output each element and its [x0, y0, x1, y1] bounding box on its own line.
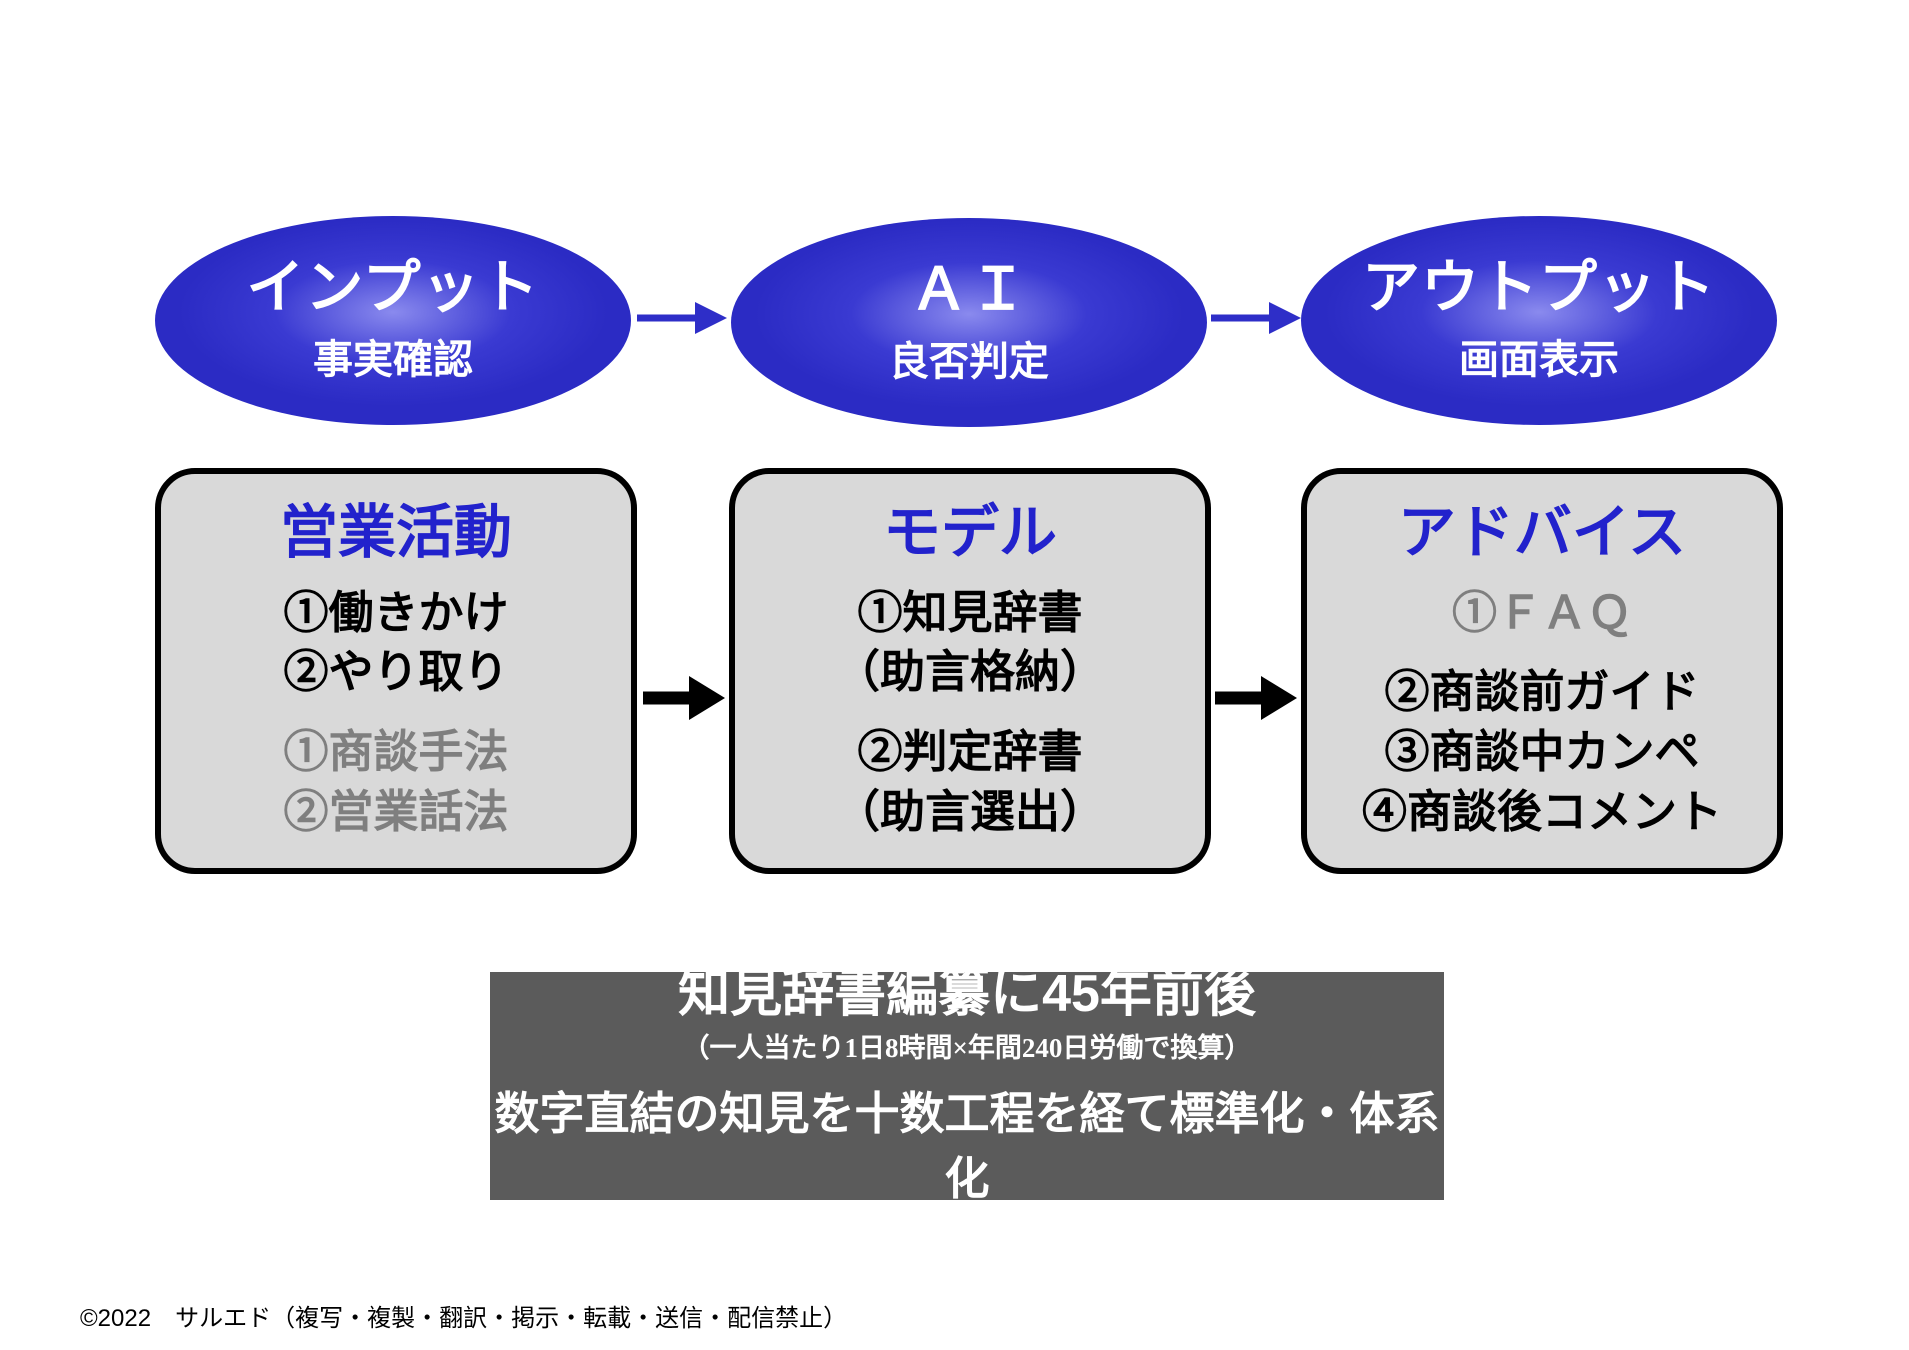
banner-description: 数字直結の知見を十数工程を経て標準化・体系化 [494, 1089, 1440, 1205]
ellipse-input-title: インプット [246, 255, 540, 321]
box-model-items: ①知見辞書 （助言格納） ②判定辞書 （助言選出） [835, 584, 1105, 843]
summary-banner: 知見辞書編纂に45年前後 （一人当たり1日8時間×年間240日労働で換算） 数字… [490, 965, 1444, 1204]
list-item: ②判定辞書 [857, 727, 1083, 778]
list-item: （助言格納） [834, 647, 1105, 698]
box-advice-title: アドバイス [1397, 500, 1687, 565]
ellipse-ai-subtitle: 良否判定 [889, 339, 1049, 384]
list-item: ③商談中カンペ [1384, 727, 1700, 778]
list-item: ①商談手法 [283, 727, 509, 778]
list-item: ①知見辞書 [857, 587, 1083, 638]
ellipse-output-subtitle: 画面表示 [1459, 337, 1619, 382]
box-model-title: モデル [882, 500, 1057, 565]
arrow-right-icon [1215, 676, 1297, 720]
list-item: ①ＦＡＱ [1451, 587, 1632, 638]
list-item: ①働きかけ [283, 587, 509, 638]
box-advice-items: ①ＦＡＱ ②商談前ガイド ③商談中カンペ ④商談後コメント [1362, 584, 1722, 843]
list-item: ②商談前ガイド [1384, 667, 1700, 718]
box-sales-activity-title: 営業活動 [279, 500, 512, 565]
banner-headline: 知見辞書編纂に45年前後 [678, 964, 1256, 1023]
box-model: モデル ①知見辞書 （助言格納） ②判定辞書 （助言選出） [729, 468, 1211, 874]
list-item: ②営業話法 [283, 787, 509, 838]
arrow-right-icon [643, 676, 725, 720]
list-item: ②やり取り [283, 647, 509, 698]
arrow-right-icon [1211, 302, 1301, 334]
ellipse-output-title: アウトプット [1361, 255, 1716, 321]
box-sales-activity: 営業活動 ①働きかけ ②やり取り ①商談手法 ②営業話法 [155, 468, 637, 874]
ellipse-ai: ＡＩ 良否判定 [731, 218, 1207, 427]
box-advice: アドバイス ①ＦＡＱ ②商談前ガイド ③商談中カンペ ④商談後コメント [1301, 468, 1783, 874]
copyright-footer: ©2022 サルエド（複写・複製・翻訳・掲示・転載・送信・配信禁止） [80, 1305, 848, 1332]
ellipse-input-subtitle: 事実確認 [313, 337, 473, 382]
ellipse-output: アウトプット 画面表示 [1301, 216, 1777, 425]
list-item: ④商談後コメント [1361, 787, 1722, 838]
list-item: （助言選出） [834, 787, 1105, 838]
arrow-right-icon [637, 302, 727, 334]
box-sales-activity-items: ①働きかけ ②やり取り ①商談手法 ②営業話法 [283, 584, 508, 843]
banner-note: （一人当たり1日8時間×年間240日労働で換算） [682, 1033, 1252, 1064]
ellipse-input: インプット 事実確認 [155, 216, 631, 425]
ellipse-ai-title: ＡＩ [909, 257, 1028, 323]
